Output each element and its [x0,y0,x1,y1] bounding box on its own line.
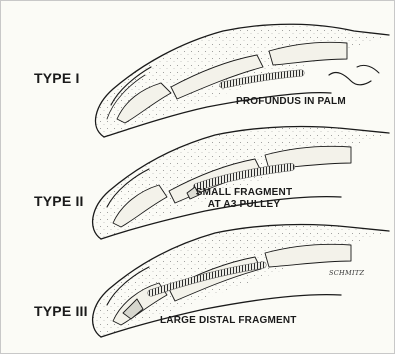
type-1-note: PROFUNDUS IN PALM [236,96,346,108]
type-3-note: LARGE DISTAL FRAGMENT [160,315,297,327]
finger-type-1 [95,24,389,137]
type-3-label: TYPE III [34,303,88,319]
artist-signature: SCHMITZ [329,269,364,277]
finger-type-2 [93,127,389,239]
type-2-note: SMALL FRAGMENT AT A3 PULLEY [189,187,299,211]
type-2-note-line-2: AT A3 PULLEY [189,199,299,211]
type-2-note-line-1: SMALL FRAGMENT [189,187,299,199]
type-1-label: TYPE I [34,70,80,86]
type-2-label: TYPE II [34,193,84,209]
